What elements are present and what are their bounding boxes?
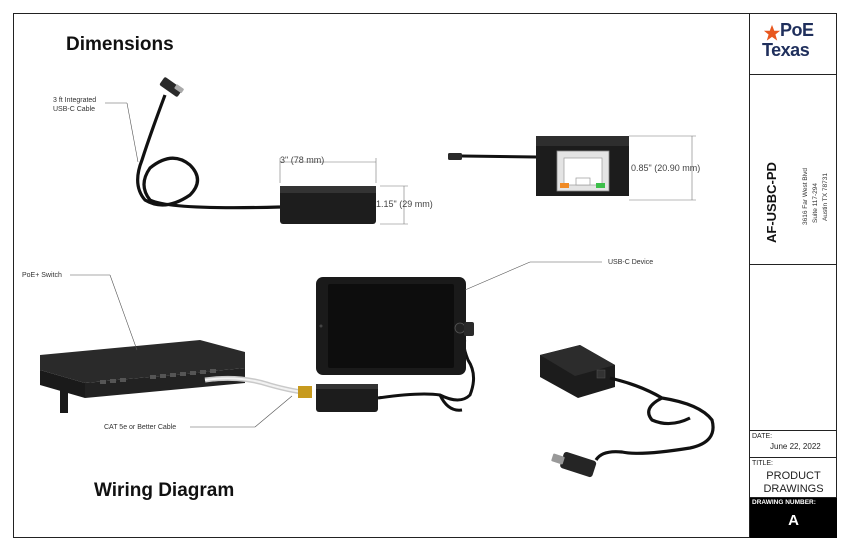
usb-cable-callout-line1: 3 ft Integrated (53, 97, 97, 104)
usbc-plug-icon (159, 77, 183, 97)
star-icon (763, 24, 781, 41)
depth-dimension-label: 0.85" (20.90 mm) (631, 163, 701, 173)
logo-text-poe: PoE (780, 20, 814, 40)
poe-switch-illustration (40, 274, 245, 413)
adapter-front-view (448, 135, 696, 201)
blank-cell (750, 265, 837, 431)
drawing-sheet-border (13, 13, 837, 538)
logo-cell: PoE Texas (750, 13, 837, 75)
adapter-dimension-view (105, 77, 408, 225)
width-dimension-label: 3" (78 mm) (280, 155, 325, 165)
cat-cable-illustration (190, 375, 313, 428)
part-info-cell: AF-USBC-PD 3616 Far West Blvd Suite 117-… (750, 75, 837, 265)
date-cell: DATE: June 22, 2022 (750, 431, 837, 458)
title-block: PoE Texas AF-USBC-PD 3616 Far West Blvd … (749, 13, 837, 538)
wiring-diagram-heading: Wiring Diagram (94, 480, 235, 501)
drawing-number-cell: DRAWING NUMBER: A (750, 498, 837, 538)
title-label: TITLE: (752, 460, 774, 467)
adapter-body (280, 186, 376, 224)
poe-switch-callout: PoE+ Switch (22, 272, 62, 279)
cat-cable-callout: CAT 5e or Better Cable (104, 424, 177, 431)
title-cell: TITLE: PRODUCT DRAWINGS (750, 458, 837, 498)
usb-cable-callout: 3 ft Integrated USB-C Cable (53, 96, 96, 114)
date-value: June 22, 2022 (770, 442, 821, 451)
drawing-number-label: DRAWING NUMBER: (752, 499, 816, 506)
usbc-device-callout: USB-C Device (608, 259, 654, 266)
usbc-device-illustration (316, 261, 602, 375)
standalone-adapter-illustration (540, 345, 715, 478)
logo-text-texas: Texas (762, 40, 810, 60)
address-line-3: Austin TX 78731 (822, 173, 829, 221)
address-line-1: 3616 Far West Blvd (802, 168, 809, 225)
address-line-2: Suite 117-294 (812, 183, 819, 223)
dimensions-heading: Dimensions (66, 34, 174, 55)
drawing-title-line2: DRAWINGS (763, 483, 824, 495)
drawing-number-value: A (788, 512, 799, 529)
drawing-title-line1: PRODUCT (766, 470, 821, 482)
part-number: AF-USBC-PD (764, 162, 779, 243)
date-label: DATE: (752, 433, 773, 440)
height-dimension-label: 1.15" (29 mm) (376, 199, 433, 209)
usb-cable-callout-line2: USB-C Cable (53, 106, 96, 113)
drawing-title: PRODUCT DRAWINGS (750, 470, 837, 496)
